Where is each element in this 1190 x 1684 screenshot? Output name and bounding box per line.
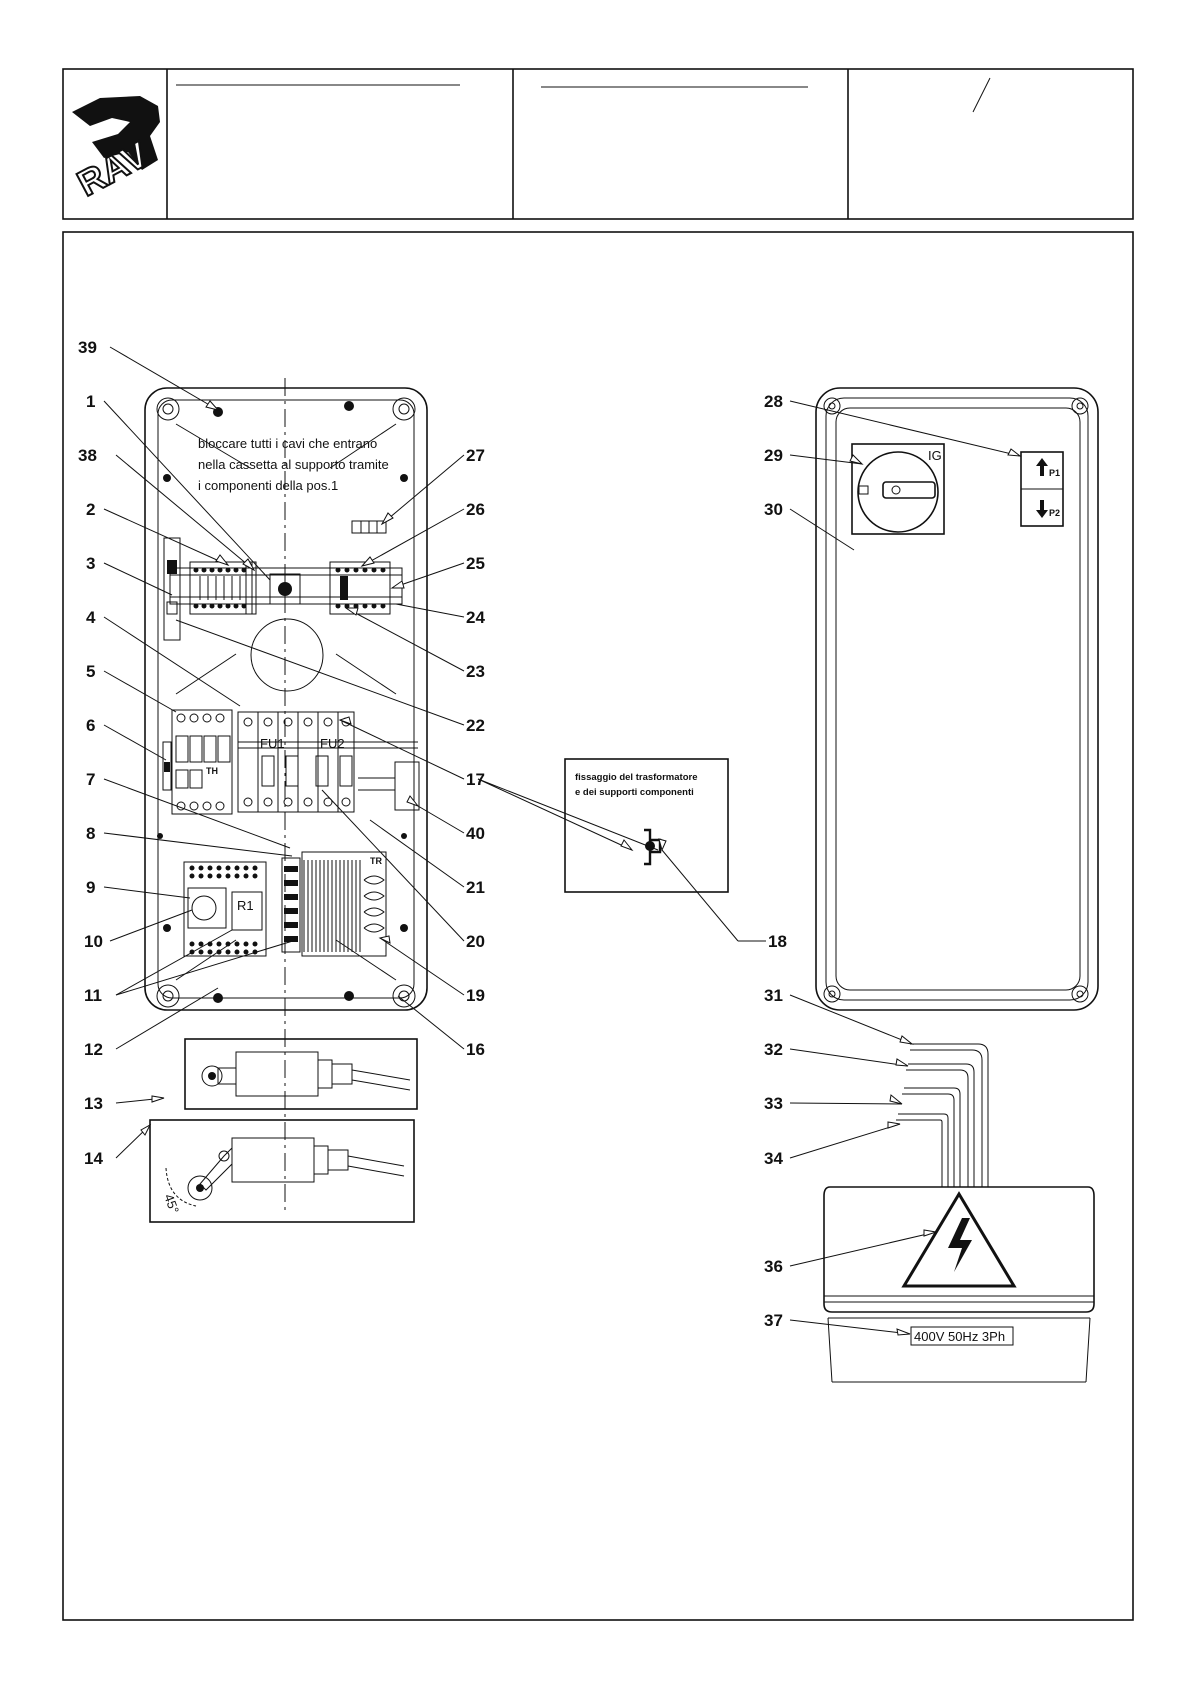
rav-logo: RAV <box>70 96 160 205</box>
callout-3: 3 <box>86 554 95 573</box>
panel-note-line-2: nella cassetta al supporto tramite <box>198 457 389 472</box>
callout-11: 11 <box>84 986 102 1005</box>
callout-16: 16 <box>466 1040 485 1059</box>
angle-label: 45° <box>161 1192 182 1216</box>
callout-36: 36 <box>764 1257 783 1276</box>
relay-label: R1 <box>237 898 254 913</box>
panel-note-line-3: i componenti della pos.1 <box>198 478 338 493</box>
closed-cover: IG P1 P2 <box>815 387 1099 1011</box>
terminal-block-right <box>329 561 391 615</box>
callout-6: 6 <box>86 716 95 735</box>
inset-fixing-detail: fissaggio del trasformatore e dei suppor… <box>564 758 729 893</box>
callout-34: 34 <box>764 1149 783 1168</box>
callout-24: 24 <box>466 608 485 627</box>
callout-5: 5 <box>86 662 95 681</box>
callout-14: 14 <box>84 1149 103 1168</box>
callout-19: 19 <box>466 986 485 1005</box>
callout-2: 2 <box>86 500 95 519</box>
callout-40: 40 <box>466 824 485 843</box>
fuse-label-1: FU1 <box>260 736 285 751</box>
callout-39: 39 <box>78 338 97 357</box>
junction-box: 400V 50Hz 3Ph <box>823 1186 1095 1383</box>
callout-7: 7 <box>86 770 95 789</box>
callout-21: 21 <box>466 878 485 897</box>
callout-33: 33 <box>764 1094 783 1113</box>
cables <box>896 1043 989 1187</box>
limit-switch-13 <box>184 1038 418 1110</box>
callout-22: 22 <box>466 716 485 735</box>
callout-4: 4 <box>86 608 96 627</box>
voltage-label: 400V 50Hz 3Ph <box>914 1329 1005 1344</box>
main-switch: IG <box>851 443 945 535</box>
button-up-label: P1 <box>1049 468 1060 478</box>
callout-31: 31 <box>764 986 783 1005</box>
callout-25: 25 <box>466 554 485 573</box>
fuse-label-2: FU2 <box>320 736 345 751</box>
inset-note-line-2: e dei supporti componenti <box>575 787 694 798</box>
callout-9: 9 <box>86 878 95 897</box>
callout-18: 18 <box>768 932 787 951</box>
arrowheads <box>140 400 1022 1336</box>
callout-37: 37 <box>764 1311 783 1330</box>
contactor: TH <box>162 709 233 815</box>
callout-numbers: 39 1 38 2 3 4 5 6 7 8 9 10 11 12 13 14 2… <box>78 338 787 1330</box>
button-down-label: P2 <box>1049 508 1060 518</box>
open-control-box: bloccare tutti i cavi che entrano nella … <box>144 378 428 1210</box>
inset-note-line-1: fissaggio del trasformatore <box>575 772 697 783</box>
relay-module: R1 <box>183 861 267 957</box>
callout-17: 17 <box>466 770 485 789</box>
callout-23: 23 <box>466 662 485 681</box>
push-buttons: P1 P2 <box>1020 451 1064 527</box>
callout-13: 13 <box>84 1094 103 1113</box>
fuse-holders: FU1 FU2 <box>237 711 355 813</box>
main-switch-label: IG <box>928 448 942 463</box>
callout-38: 38 <box>78 446 97 465</box>
callout-27: 27 <box>466 446 485 465</box>
limit-switch-14: 45° <box>149 1119 415 1223</box>
callout-20: 20 <box>466 932 485 951</box>
terminal-block-left <box>189 561 257 615</box>
lightning-bolt-icon <box>948 1218 972 1272</box>
leader-lines <box>103 346 1021 1335</box>
callout-26: 26 <box>466 500 485 519</box>
transformer: TR <box>281 851 387 957</box>
callout-8: 8 <box>86 824 95 843</box>
panel-note-line-1: bloccare tutti i cavi che entrano <box>198 436 377 451</box>
title-block <box>62 68 1134 220</box>
callout-1: 1 <box>86 392 95 411</box>
callout-10: 10 <box>84 932 103 951</box>
transformer-label: TR <box>370 856 382 866</box>
callout-29: 29 <box>764 446 783 465</box>
drawing-frame <box>62 231 1134 1621</box>
callout-30: 30 <box>764 500 783 519</box>
callout-32: 32 <box>764 1040 783 1059</box>
svg-text:TH: TH <box>206 766 218 776</box>
callout-28: 28 <box>764 392 783 411</box>
callout-12: 12 <box>84 1040 103 1059</box>
